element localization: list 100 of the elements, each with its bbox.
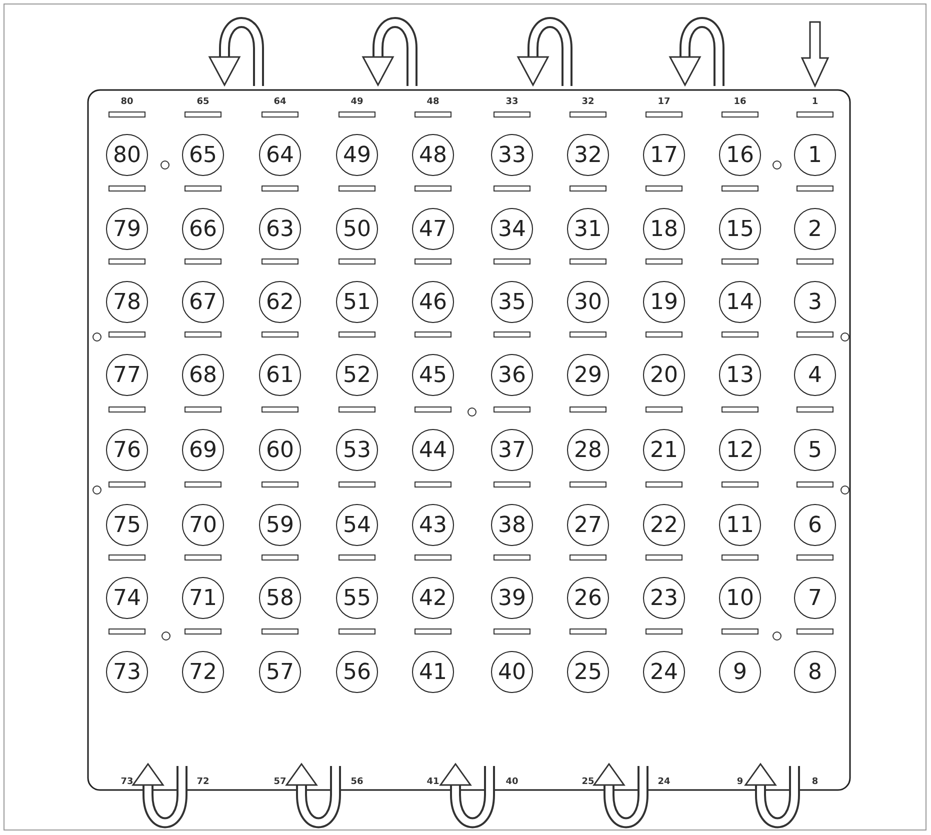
numbered-circle: 22 [643,504,685,546]
numbered-circle: 40 [491,651,533,693]
position-label: 80 [120,97,134,107]
numbered-circle: 37 [491,429,533,471]
numbered-circle: 12 [719,429,761,471]
numbered-circle: 24 [643,651,685,693]
numbered-circle: 51 [336,281,378,323]
numbered-circle: 4 [794,354,836,396]
numbered-circle: 78 [106,281,148,323]
numbered-circle: 59 [259,504,301,546]
numbered-circle: 18 [643,208,685,250]
numbered-circle: 33 [491,134,533,176]
position-label: 64 [272,97,288,107]
numbered-circle: 60 [259,429,301,471]
position-label: 72 [196,777,210,787]
numbered-circle: 63 [259,208,301,250]
numbered-circle: 62 [259,281,301,323]
numbered-circle: 11 [719,504,761,546]
numbered-circle: 30 [567,281,609,323]
numbered-circle: 29 [567,354,609,396]
numbered-circle: 39 [491,577,533,619]
numbered-circle: 66 [182,208,224,250]
numbered-circle: 50 [336,208,378,250]
numbered-circle: 79 [106,208,148,250]
numbered-circle: 72 [182,651,224,693]
position-label: 41 [426,777,440,787]
numbered-circle: 27 [567,504,609,546]
numbered-circle: 70 [182,504,224,546]
position-label: 24 [656,777,672,787]
numbered-circle: 36 [491,354,533,396]
numbered-circle: 16 [719,134,761,176]
numbered-circle: 31 [567,208,609,250]
numbered-circle: 56 [336,651,378,693]
position-label: 9 [736,777,744,787]
numbered-circle: 44 [412,429,454,471]
numbered-circle: 38 [491,504,533,546]
numbered-circle: 48 [412,134,454,176]
numbered-circle: 20 [643,354,685,396]
position-label: 1 [810,97,820,107]
numbered-circle: 2 [794,208,836,250]
numbered-circle: 8 [794,651,836,693]
numbered-circle: 35 [491,281,533,323]
numbered-circle: 65 [182,134,224,176]
numbered-circle: 41 [412,651,454,693]
position-label: 56 [350,777,364,787]
numbered-circle: 6 [794,504,836,546]
numbered-circle: 42 [412,577,454,619]
numbered-circle: 17 [643,134,685,176]
position-label: 40 [504,777,520,787]
position-label: 33 [504,97,520,107]
numbered-circle: 5 [794,429,836,471]
numbered-circle: 34 [491,208,533,250]
position-label: 48 [426,97,440,107]
numbered-circle: 26 [567,577,609,619]
numbered-circle: 1 [794,134,836,176]
numbered-circle: 46 [412,281,454,323]
numbered-circle: 61 [259,354,301,396]
numbered-circle: 57 [259,651,301,693]
numbered-circle: 9 [719,651,761,693]
numbered-circle: 15 [719,208,761,250]
numbered-circle: 73 [106,651,148,693]
numbered-circle: 10 [719,577,761,619]
numbered-circle: 19 [643,281,685,323]
position-label: 57 [272,777,288,787]
numbered-circle: 49 [336,134,378,176]
numbered-circle: 13 [719,354,761,396]
numbered-circle: 80 [106,134,148,176]
numbered-circle: 76 [106,429,148,471]
numbered-circle: 64 [259,134,301,176]
numbered-circle: 14 [719,281,761,323]
position-label: 25 [580,777,596,787]
numbered-circle: 75 [106,504,148,546]
numbered-circle: 23 [643,577,685,619]
numbered-circle: 67 [182,281,224,323]
numbered-circle: 54 [336,504,378,546]
numbered-circle: 28 [567,429,609,471]
numbered-circle: 7 [794,577,836,619]
numbered-circle: 53 [336,429,378,471]
position-label: 17 [656,97,672,107]
position-label: 65 [196,97,210,107]
numbered-circle: 3 [794,281,836,323]
position-label: 32 [580,97,596,107]
numbered-circle: 77 [106,354,148,396]
numbered-circle: 45 [412,354,454,396]
numbered-circle: 43 [412,504,454,546]
numbered-circle: 58 [259,577,301,619]
numbered-circle: 47 [412,208,454,250]
position-label: 73 [120,777,134,787]
numbered-circle: 71 [182,577,224,619]
numbered-circle: 32 [567,134,609,176]
numbered-circle: 68 [182,354,224,396]
position-label: 16 [732,97,748,107]
numbered-circle: 25 [567,651,609,693]
numbered-circle: 55 [336,577,378,619]
numbered-circle: 74 [106,577,148,619]
position-label: 8 [810,777,820,787]
position-label: 49 [350,97,364,107]
numbered-circle: 69 [182,429,224,471]
numbered-circle: 52 [336,354,378,396]
numbered-circle: 21 [643,429,685,471]
